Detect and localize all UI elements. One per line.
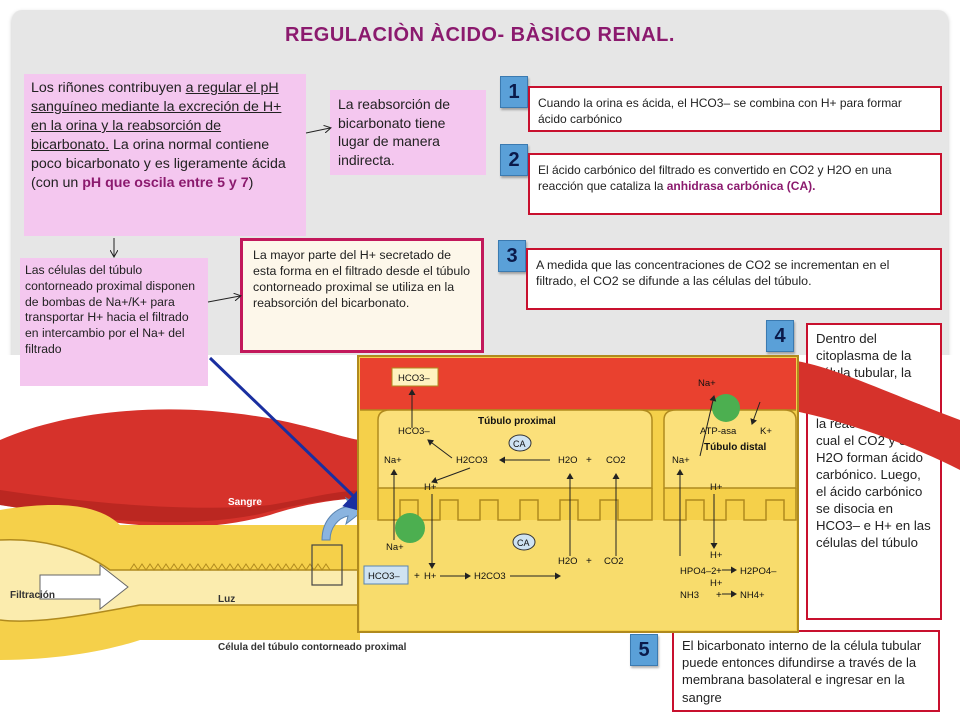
celulas-box: Las células del túbulo contorneado proxi… xyxy=(20,258,208,386)
step-3-badge: 3 xyxy=(498,240,526,272)
plus-d-label: + xyxy=(716,566,722,577)
nh3-label: NH3 xyxy=(680,590,699,601)
blood-vessel-right xyxy=(790,360,960,470)
h2po4-label: H2PO4– xyxy=(740,566,777,577)
zoom-square xyxy=(311,544,343,586)
intro-text-underlined: a regular el pH sanguíneo mediante la ex… xyxy=(31,80,282,153)
label-filtracion: Filtración xyxy=(10,590,55,601)
ca-enzyme-2 xyxy=(512,533,536,551)
step-4-badge: 4 xyxy=(766,320,794,352)
intro-text-1: Los riñones contribuyen xyxy=(31,80,186,96)
lumen-zone xyxy=(360,520,796,630)
atpase-pump-sphere xyxy=(712,394,740,422)
step-2-enzyme: anhidrasa carbónica (CA). xyxy=(666,179,816,193)
plus-c-label: + xyxy=(586,556,592,567)
filtration-arrow xyxy=(39,563,129,611)
reabsorcion-text: La reabsorción de bicarbonato tiene luga… xyxy=(338,96,451,168)
co2-b-label: CO2 xyxy=(604,556,624,567)
h2co3-a-label: H2CO3 xyxy=(456,455,488,466)
step-3-text: A medida que las concentraciones de CO2 … xyxy=(536,258,890,288)
tubule-microvilli xyxy=(129,563,331,571)
ca-enzyme-1 xyxy=(508,434,532,452)
h2o-b-label: H2O xyxy=(558,556,578,567)
atpasa-label: ATP-asa xyxy=(700,426,737,437)
h-a-label: H+ xyxy=(424,482,437,493)
na-pump-sphere-proximal xyxy=(395,513,425,543)
intro-text-3: La orina normal contiene poco bicarbonat… xyxy=(31,137,286,191)
reaction-arrows xyxy=(390,389,761,598)
label-luz: Luz xyxy=(218,594,235,605)
h-c-label: H+ xyxy=(710,482,723,493)
na-b-label: Na+ xyxy=(386,542,404,553)
ca-label-2: CA xyxy=(517,538,530,548)
step-2-box: El ácido carbónico del filtrado es conve… xyxy=(528,153,942,215)
ca-label-1: CA xyxy=(513,439,526,449)
h-b-label: H+ xyxy=(424,571,437,582)
tubule-border-lines xyxy=(0,539,360,622)
intro-text-5: ) xyxy=(248,175,254,191)
step-5-box: El bicarbonato interno de la célula tubu… xyxy=(672,630,940,712)
na-c-label: Na+ xyxy=(698,378,716,389)
h-d-label: H+ xyxy=(710,550,723,561)
step-2-badge: 2 xyxy=(500,144,528,176)
step-5-text: El bicarbonato interno de la célula tubu… xyxy=(682,638,922,705)
hpo4-label: HPO4–2 xyxy=(680,566,716,577)
blue-pointer-arrow xyxy=(208,356,373,515)
arrow-intro-to-reabsorcion xyxy=(305,128,330,134)
step-1-box: Cuando la orina es ácida, el HCO3– se co… xyxy=(528,86,942,132)
na-a-label: Na+ xyxy=(384,455,402,466)
intro-ph-range: pH que oscila entre 5 y 7 xyxy=(82,175,249,191)
arrow-celulas-to-mayor xyxy=(207,296,240,303)
hco3-bot-label: HCO3– xyxy=(368,571,400,582)
hco3-top-tag xyxy=(391,367,439,387)
mayor-parte-text: La mayor parte del H+ secretado de esta … xyxy=(253,248,470,310)
h-e-label: H+ xyxy=(710,578,723,589)
step-1-text: Cuando la orina es ácida, el HCO3– se co… xyxy=(538,96,902,126)
hco3-top-label: HCO3– xyxy=(398,373,430,384)
reabsorcion-box: La reabsorción de bicarbonato tiene luga… xyxy=(330,90,486,175)
k-label: K+ xyxy=(760,426,772,437)
page-title: REGULACIÒN ÀCIDO- BÀSICO RENAL. xyxy=(285,24,675,46)
step-5-badge: 5 xyxy=(630,634,658,666)
step-3-box: A medida que las concentraciones de CO2 … xyxy=(526,248,942,310)
hco3-bot-tag xyxy=(363,565,409,585)
na-d-label: Na+ xyxy=(672,455,690,466)
blood-vessel xyxy=(0,409,360,527)
celulas-text: Las células del túbulo contorneado proxi… xyxy=(25,263,196,356)
label-celula: Célula del túbulo contorneado proximal xyxy=(218,642,407,653)
mayor-parte-box: La mayor parte del H+ secretado de esta … xyxy=(240,238,484,353)
tubule-lumen xyxy=(0,539,360,622)
intro-box: Los riñones contribuyen a regular el pH … xyxy=(24,74,306,236)
plus-b-label: + xyxy=(414,571,420,582)
plus-a-label: + xyxy=(586,455,592,466)
distal-cell xyxy=(663,409,797,489)
h2co3-b-label: H2CO3 xyxy=(474,571,506,582)
plus-e-label: + xyxy=(716,590,722,601)
label-sangre: Sangre xyxy=(228,497,262,508)
hco3-mid-label: HCO3– xyxy=(398,426,430,437)
lumen-villi xyxy=(377,488,797,521)
tubulo-proximal-label: Túbulo proximal xyxy=(478,416,556,427)
nh4-label: NH4+ xyxy=(740,590,765,601)
h2o-a-label: H2O xyxy=(558,455,578,466)
step-1-badge: 1 xyxy=(500,76,528,108)
step-2-text-a: El ácido carbónico del filtrado es conve… xyxy=(538,163,892,193)
tubulo-distal-label: Túbulo distal xyxy=(704,442,766,453)
co2-a-label: CO2 xyxy=(606,455,626,466)
